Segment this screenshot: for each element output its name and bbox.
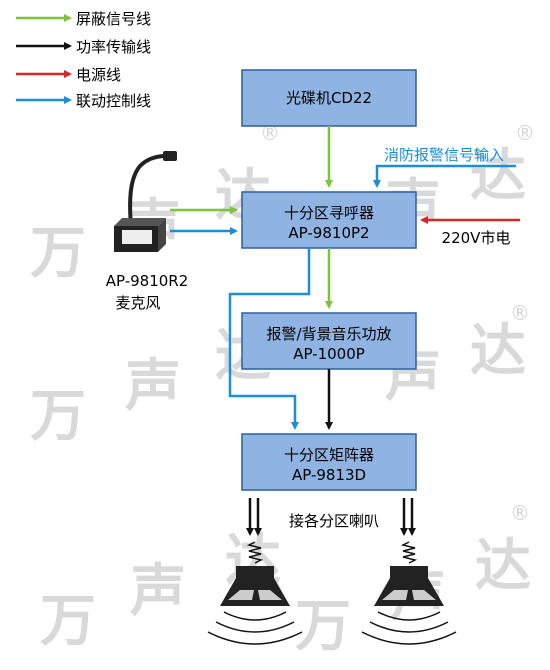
mains-label: 220V市电 (442, 229, 511, 247)
speaker-feeds (246, 498, 416, 536)
watermark-char: 万 (30, 220, 86, 286)
watermark-char: 万 (295, 593, 351, 659)
watermark-mark: ® (510, 301, 530, 325)
watermark-char: 达 (475, 533, 531, 599)
watermark-char: 声 (125, 353, 181, 419)
connections (170, 126, 520, 430)
legend-label-mains: 电源线 (76, 66, 121, 84)
watermark-char: 声 (130, 558, 186, 624)
line-fire-alarm (373, 164, 516, 188)
watermark-char: 万 (40, 588, 96, 654)
speakers-label: 接各分区喇叭 (289, 512, 379, 530)
watermark-char: 达 (470, 318, 526, 384)
legend-label-shield: 屏蔽信号线 (76, 10, 151, 28)
legend: 屏蔽信号线 功率传输线 电源线 联动控制线 (16, 10, 151, 110)
fire-alarm-label: 消防报警信号输入 (384, 146, 504, 164)
cd-player-box: 光碟机CD22 (241, 69, 417, 127)
watermark-char: 万 (30, 383, 86, 449)
speaker-icon (361, 541, 457, 645)
mic-model: AP-9810R2 (106, 272, 189, 290)
watermark-char: 达 (470, 143, 526, 209)
legend-label-control: 联动控制线 (76, 92, 151, 110)
speaker-icon (207, 541, 303, 645)
watermark-mark: ® (515, 121, 535, 145)
pager-title: 十分区寻呼器 (284, 204, 374, 222)
legend-label-power: 功率传输线 (76, 38, 151, 56)
line-pager-to-matrix-control (228, 248, 311, 430)
amplifier-model: AP-1000P (293, 345, 365, 363)
amplifier-box: 报警/背景音乐功放 AP-1000P (241, 312, 417, 370)
cd-player-title: 光碟机CD22 (286, 89, 372, 107)
matrix-title: 十分区矩阵器 (284, 446, 374, 464)
mic-name: 麦克风 (115, 294, 160, 312)
pager-model: AP-9810P2 (288, 224, 369, 242)
amplifier-title: 报警/背景音乐功放 (266, 325, 391, 343)
watermark-mark: ® (510, 501, 530, 525)
matrix-box: 十分区矩阵器 AP-9813D (241, 433, 417, 491)
microphone-icon (114, 151, 177, 252)
watermark-mark: ® (260, 121, 280, 145)
matrix-model: AP-9813D (292, 466, 366, 484)
pager-box: 十分区寻呼器 AP-9810P2 (241, 191, 417, 249)
